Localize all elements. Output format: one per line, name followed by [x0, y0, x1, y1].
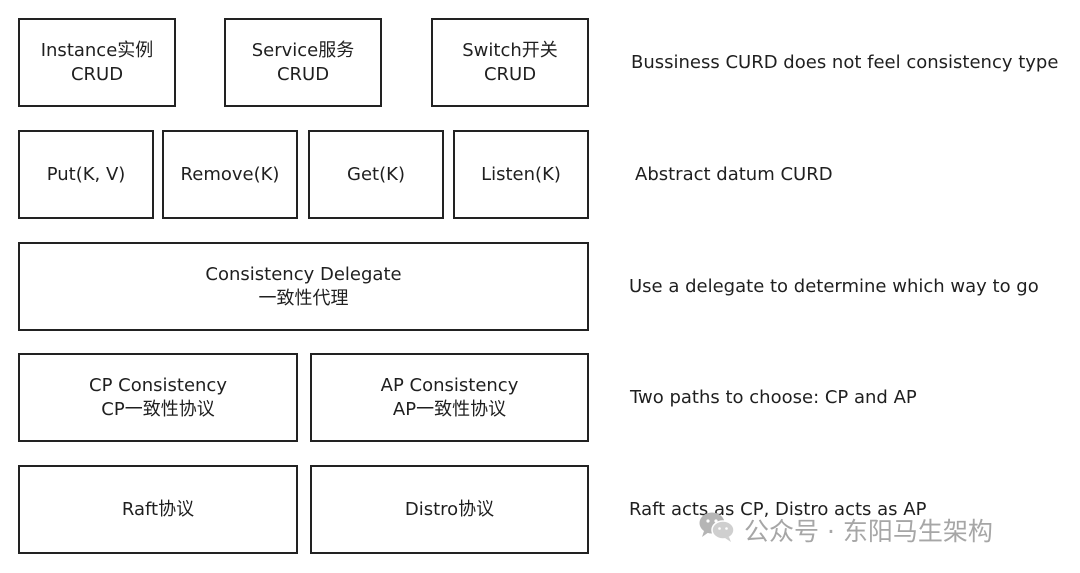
delegate-note: Use a delegate to determine which way to… — [629, 276, 1039, 297]
wechat-icon — [698, 511, 736, 549]
box-line: AP Consistency — [380, 374, 519, 396]
service-crud-box: Service服务 CRUD — [224, 18, 382, 107]
instance-crud-box: Instance实例 CRUD — [18, 18, 176, 107]
abstract-datum-note: Abstract datum CURD — [635, 164, 833, 185]
raft-distro-note: Raft acts as CP, Distro acts as AP — [629, 499, 927, 520]
box-line: CRUD — [276, 63, 330, 85]
cp-consistency-box: CP Consistency CP一致性协议 — [18, 353, 298, 442]
box-line: Get(K) — [347, 163, 405, 185]
box-line: Raft协议 — [121, 498, 195, 520]
box-line: Switch开关 — [462, 39, 558, 61]
consistency-delegate-box: Consistency Delegate 一致性代理 — [18, 242, 589, 331]
two-paths-note: Two paths to choose: CP and AP — [630, 387, 917, 408]
box-line: CRUD — [70, 63, 124, 85]
put-box: Put(K, V) — [18, 130, 154, 219]
remove-box: Remove(K) — [162, 130, 298, 219]
watermark: 公众号 · 东阳马生架构 — [698, 510, 993, 550]
watermark-text: 公众号 · 东阳马生架构 — [744, 517, 993, 546]
box-line: AP一致性协议 — [392, 398, 507, 420]
get-box: Get(K) — [308, 130, 444, 219]
listen-box: Listen(K) — [453, 130, 589, 219]
distro-box: Distro协议 — [310, 465, 589, 554]
box-line: Consistency Delegate — [205, 263, 402, 285]
ap-consistency-box: AP Consistency AP一致性协议 — [310, 353, 589, 442]
box-line: Instance实例 — [40, 39, 154, 61]
box-line: Service服务 — [251, 39, 355, 61]
box-line: Distro协议 — [404, 498, 495, 520]
business-crud-note: Bussiness CURD does not feel consistency… — [631, 52, 1059, 73]
switch-crud-box: Switch开关 CRUD — [431, 18, 589, 107]
box-line: CP一致性协议 — [101, 398, 215, 420]
box-line: Put(K, V) — [46, 163, 126, 185]
box-line: CRUD — [483, 63, 537, 85]
raft-box: Raft协议 — [18, 465, 298, 554]
box-line: CP Consistency — [89, 374, 227, 396]
box-line: 一致性代理 — [258, 287, 349, 309]
box-line: Listen(K) — [481, 163, 561, 185]
box-line: Remove(K) — [180, 163, 280, 185]
